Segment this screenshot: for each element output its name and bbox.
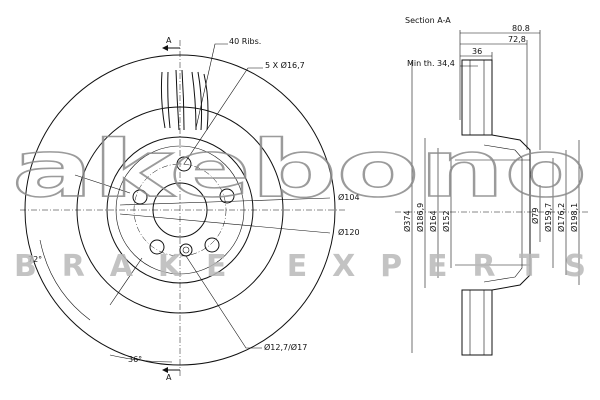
- bolt-hole: [149, 239, 165, 255]
- watermark: akebono BRAKE EXPERTS: [11, 124, 588, 284]
- width-overall: 80.8: [512, 24, 530, 33]
- section-letter-top: A: [166, 36, 172, 45]
- hat-profile: [491, 134, 531, 291]
- watermark-logo: akebono: [12, 125, 587, 215]
- section-letter-bottom: A: [166, 373, 172, 382]
- diameter-176-2: Ø176,2: [556, 203, 566, 232]
- hat-profile-inner: [483, 144, 523, 283]
- bolt-hole: [204, 237, 220, 253]
- angle-36-label: 36°: [128, 355, 142, 364]
- watermark-tagline: BRAKE EXPERTS: [14, 249, 586, 284]
- diameter-198-1: Ø198,1: [569, 203, 579, 232]
- diameter-374: Ø374: [402, 210, 412, 232]
- aux-hole: [179, 243, 193, 257]
- diameter-152: Ø152: [441, 210, 451, 232]
- pcd2-label: Ø120: [338, 227, 360, 237]
- section-marker-bottom: A: [162, 367, 180, 382]
- bolt-hole: [132, 189, 148, 205]
- section-marker-top: A: [162, 36, 180, 51]
- section-view: Section A-A 80.8 72,8 36 Min th. 34,4: [395, 16, 590, 356]
- friction-ring-bottom: [461, 289, 493, 356]
- aux-holes-label: Ø12,7/Ø17: [264, 342, 307, 352]
- bolt-hole: [176, 156, 192, 172]
- min-thickness: Min th. 34,4: [407, 59, 455, 68]
- diameter-159-7: Ø159,7: [543, 203, 553, 232]
- angle-arc-72: [39, 239, 91, 321]
- angle-arc-36: [109, 354, 173, 363]
- ventilation-ribs: [160, 69, 209, 131]
- leaders: [74, 43, 331, 349]
- diameter-164: Ø164: [428, 210, 438, 232]
- ribs-label: 40 Ribs.: [229, 37, 261, 46]
- bolt-holes-label: 5 X Ø16,7: [265, 60, 305, 70]
- width-disc: 36: [472, 47, 482, 56]
- width-hat: 72,8: [508, 35, 526, 44]
- angle-72-label: 72°: [28, 255, 42, 264]
- aux-holes: [179, 243, 193, 257]
- diameter-186-9: Ø186,9: [415, 203, 425, 232]
- front-view: A A 40 Ribs. 5 X Ø16,7 Ø104 Ø120 Ø12,7/Ø…: [20, 36, 360, 382]
- bolt-hole: [219, 188, 235, 204]
- aux-hole-counterbore: [182, 246, 190, 254]
- bolt-holes: [132, 156, 235, 255]
- friction-ring-top: [461, 59, 493, 136]
- pcd-label: Ø104: [338, 192, 360, 202]
- section-title: Section A-A: [405, 16, 451, 25]
- diameter-79: Ø79: [530, 208, 540, 224]
